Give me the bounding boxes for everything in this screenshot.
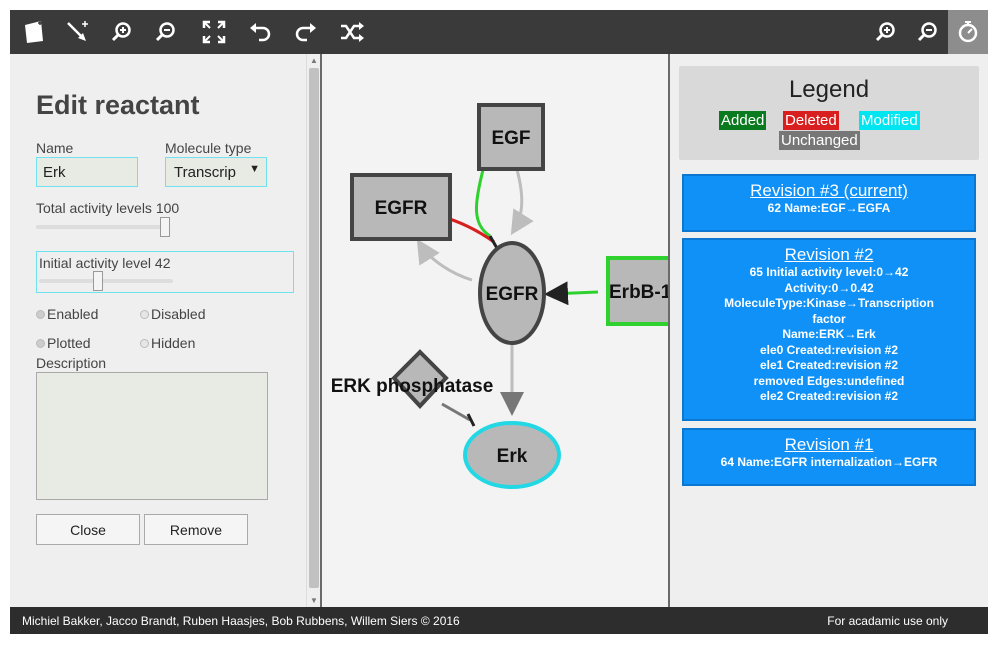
- node-egfr[interactable]: [478, 241, 546, 345]
- slider-handle[interactable]: [160, 217, 170, 237]
- revision-line: Name:ERK→Erk: [782, 327, 876, 341]
- edge-erbb1-egfr[interactable]: [544, 281, 599, 306]
- edit-reactant-panel: Edit reactant Name Erk Molecule type Tra…: [10, 54, 320, 607]
- close-button[interactable]: Close: [36, 514, 140, 545]
- enabled-radio[interactable]: Enabled: [36, 306, 98, 322]
- legend: Legend Added Deleted Modified Unchanged: [679, 66, 979, 160]
- initial-activity-slider[interactable]: [39, 271, 173, 291]
- edge-egf-egfr[interactable]: [510, 165, 534, 236]
- node-label-erk-phosphatase: ERK phosphatase: [331, 376, 494, 397]
- hidden-radio-label: Hidden: [151, 335, 196, 351]
- timer-icon[interactable]: [948, 10, 988, 54]
- total-activity-slider[interactable]: [36, 217, 170, 237]
- node-label-egf: EGF: [491, 128, 530, 149]
- edge-phosphatase-erk[interactable]: [441, 402, 471, 422]
- revision-card[interactable]: Revision #1 64 Name:EGFR internalization…: [682, 428, 976, 486]
- revision-line: Activity:0→0.42: [784, 280, 874, 295]
- revision-card[interactable]: Revision #2 65 Initial activity level:0→…: [682, 238, 976, 421]
- radio-dot-icon: [36, 309, 45, 319]
- molecule-type-select[interactable]: Transcrip ▼: [165, 157, 267, 187]
- total-activity-label: Total activity levels 100: [36, 200, 180, 216]
- node-erk[interactable]: [463, 421, 561, 489]
- zoom-in-icon[interactable]: [866, 10, 906, 54]
- dropdown-arrow-icon: ▼: [249, 163, 260, 175]
- name-label: Name: [36, 140, 74, 156]
- initial-activity-label: Initial activity level 42: [39, 255, 171, 271]
- radio-dot-icon: [140, 338, 149, 348]
- description-textarea[interactable]: [36, 372, 268, 500]
- node-erbb1[interactable]: [606, 256, 676, 326]
- footer-credits: Michiel Bakker, Jacco Brandt, Ruben Haas…: [22, 613, 460, 628]
- edge-egfr-internalization[interactable]: [416, 238, 473, 282]
- legend-added: Added: [719, 111, 767, 130]
- legend-modified: Modified: [859, 111, 920, 130]
- legend-unchanged: Unchanged: [779, 131, 860, 150]
- fit-icon[interactable]: [194, 10, 234, 54]
- node-egf[interactable]: [477, 103, 545, 171]
- scrollbar-thumb[interactable]: [309, 68, 319, 588]
- revisions-panel: Legend Added Deleted Modified Unchanged …: [670, 54, 988, 607]
- node-egfr-internalization[interactable]: [350, 173, 452, 241]
- app-window: Edit reactant Name Erk Molecule type Tra…: [10, 10, 988, 634]
- legend-deleted: Deleted: [783, 111, 839, 130]
- name-field[interactable]: Erk: [36, 157, 138, 187]
- node-label-erbb1: ErbB-1: [609, 282, 668, 303]
- inhibition-bar-icon: [466, 413, 476, 427]
- revision-title[interactable]: Revision #2: [784, 245, 874, 264]
- revision-line: 64 Name:EGFR internalization→EGFR: [720, 455, 938, 469]
- node-erk-phosphatase[interactable]: [391, 349, 449, 409]
- revision-line: ele0 Created:revision #2: [759, 342, 899, 357]
- revision-line: ele1 Created:revision #2: [759, 358, 899, 372]
- toolbar: [10, 10, 988, 54]
- new-file-icon[interactable]: [14, 10, 54, 54]
- node-label-egfr: EGFR: [486, 284, 539, 305]
- panel-title: Edit reactant: [36, 90, 200, 120]
- remove-button[interactable]: Remove: [144, 514, 248, 545]
- revision-title[interactable]: Revision #3 (current): [750, 181, 908, 200]
- plotted-radio[interactable]: Plotted: [36, 335, 91, 351]
- zoom-out-icon[interactable]: [908, 10, 948, 54]
- left-panel-scrollbar[interactable]: ▲ ▼: [306, 54, 320, 607]
- slider-handle[interactable]: [93, 271, 103, 291]
- molecule-type-label: Molecule type: [165, 140, 252, 156]
- plotted-radio-label: Plotted: [47, 335, 91, 351]
- revision-line: 65 Initial activity level:0→42: [749, 265, 909, 279]
- enabled-radio-label: Enabled: [47, 306, 99, 322]
- hidden-radio[interactable]: Hidden: [140, 335, 195, 351]
- zoom-out-icon[interactable]: [146, 10, 186, 54]
- node-label-egfr-left: EGFR: [375, 198, 428, 219]
- scroll-up-icon[interactable]: ▲: [310, 56, 318, 65]
- initial-activity-group: Initial activity level 42: [36, 251, 294, 293]
- node-label-erk: Erk: [497, 446, 528, 467]
- network-graph[interactable]: EGF EGFR EGFR ErbB-1 ERK phosphatase Erk: [322, 54, 676, 607]
- revision-line: 62 Name:EGF→EGFA: [767, 201, 891, 215]
- graph-canvas[interactable]: EGF EGFR EGFR ErbB-1 ERK phosphatase Erk: [320, 54, 676, 607]
- legend-title: Legend: [788, 76, 870, 103]
- revision-line: ele2 Created:revision #2: [759, 389, 899, 403]
- revision-line: MoleculeType:Kinase→Transcription: [724, 296, 934, 310]
- molecule-type-value: Transcrip: [174, 164, 236, 181]
- footer-note: For acadamic use only: [827, 613, 948, 628]
- footer: Michiel Bakker, Jacco Brandt, Ruben Haas…: [10, 607, 988, 634]
- disabled-radio[interactable]: Disabled: [140, 306, 205, 322]
- undo-icon[interactable]: [240, 10, 280, 54]
- revision-line: removed Edges:undefined: [753, 373, 905, 388]
- description-label: Description: [36, 355, 107, 371]
- revision-card[interactable]: Revision #3 (current) 62 Name:EGF→EGFA: [682, 174, 976, 232]
- redo-icon[interactable]: [286, 10, 326, 54]
- edge-egf-egfr-added[interactable]: [475, 165, 491, 238]
- revision-title[interactable]: Revision #1: [784, 435, 874, 454]
- shuffle-icon[interactable]: [332, 10, 372, 54]
- revision-line: factor: [812, 311, 846, 326]
- zoom-in-icon[interactable]: [102, 10, 142, 54]
- radio-dot-icon: [140, 309, 149, 319]
- disabled-radio-label: Disabled: [151, 306, 206, 322]
- add-edge-icon[interactable]: [58, 10, 98, 54]
- radio-dot-icon: [36, 338, 45, 348]
- scroll-down-icon[interactable]: ▼: [310, 596, 318, 605]
